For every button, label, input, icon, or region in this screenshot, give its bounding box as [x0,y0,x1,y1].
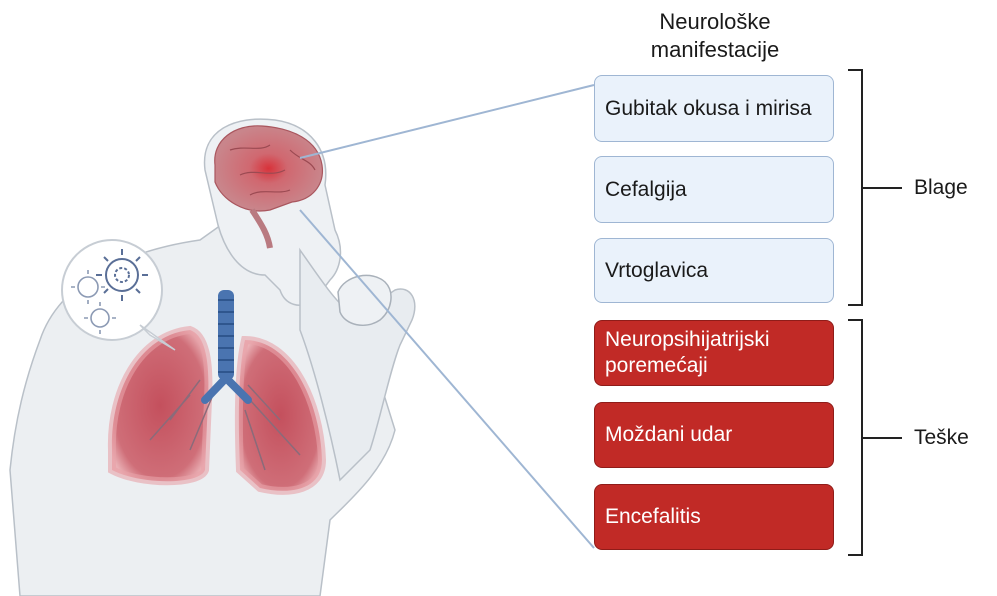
symptom-box-neuropsychiatric: Neuropsihijatrijski poremećaji [594,320,834,386]
severe-bracket [848,320,902,555]
symptom-box-taste-smell: Gubitak okusa i mirisa [594,75,834,142]
virus-bubble [62,240,162,340]
body-outline [10,119,415,596]
symptom-label: Cefalgija [605,177,687,203]
mild-group-label: Blage [914,176,968,200]
symptom-label: Gubitak okusa i mirisa [605,96,812,122]
symptom-box-stroke: Moždani udar [594,402,834,468]
symptom-box-vertigo: Vrtoglavica [594,238,834,303]
symptom-box-encephalitis: Encefalitis [594,484,834,550]
callout-line-top [300,85,594,158]
symptom-box-headache: Cefalgija [594,156,834,223]
severe-group-label: Teške [914,426,969,450]
heading-line-2: manifestacije [600,36,830,64]
symptom-label: Vrtoglavica [605,258,708,284]
heading-line-1: Neurološke [600,8,830,36]
symptom-label: Encefalitis [605,504,701,530]
mild-bracket [848,70,902,305]
symptom-label: Moždani udar [605,422,732,448]
symptom-label: Neuropsihijatrijski poremećaji [605,327,823,379]
heading: Neurološke manifestacije [600,8,830,64]
